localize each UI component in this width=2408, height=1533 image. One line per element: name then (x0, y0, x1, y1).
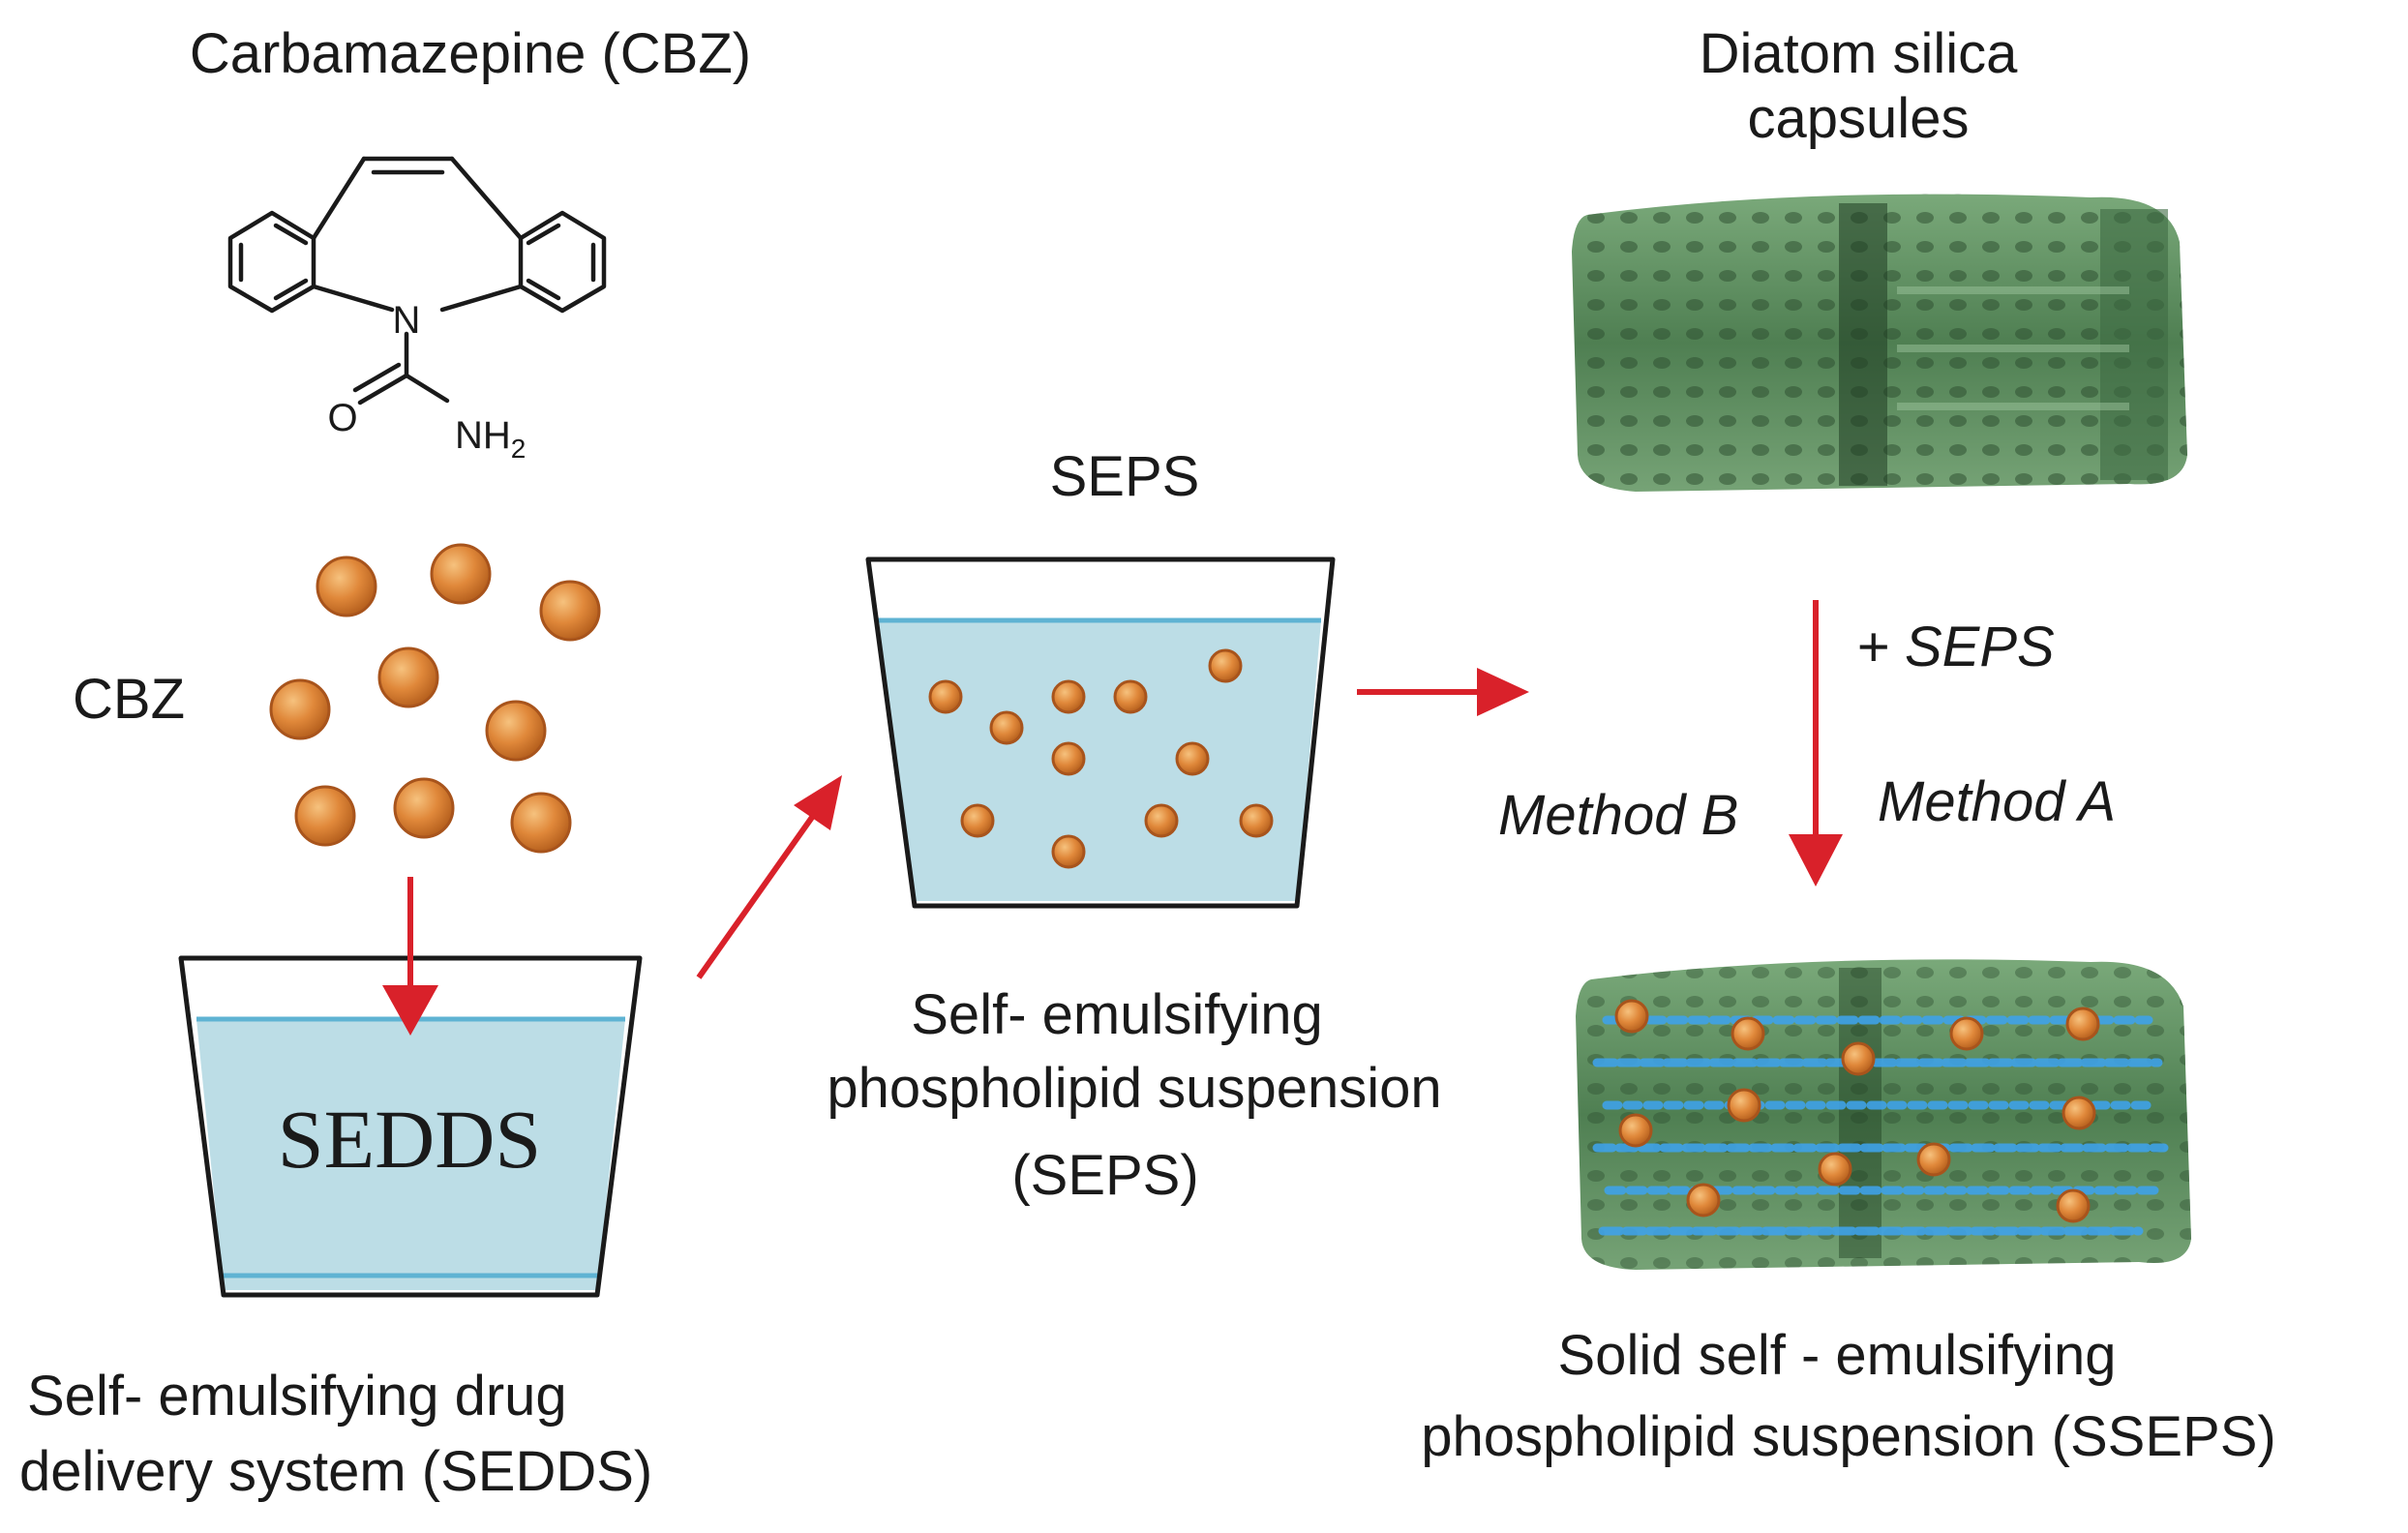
arrow-sedds-to-seps (696, 775, 842, 979)
carbamazepine-structure (227, 156, 607, 406)
cbz-particle (539, 580, 601, 642)
sseps-particle (1686, 1183, 1721, 1217)
seps-beaker (865, 556, 1336, 909)
cbz-particles (269, 543, 601, 854)
seps-particle (1113, 679, 1148, 714)
sseps-particle (1614, 999, 1649, 1034)
atom-o-label: O (327, 397, 357, 439)
seps-caption-line3: (SEPS) (1011, 1144, 1198, 1207)
seps-particle (1051, 679, 1086, 714)
arrow-cbz-to-sedds (382, 877, 438, 1036)
sseps-particle (1841, 1041, 1876, 1076)
seps-particle (1208, 648, 1243, 683)
sseps-particle (1731, 1016, 1765, 1051)
sseps-drug-particles (1614, 999, 2100, 1223)
sseps-particle (1727, 1088, 1761, 1123)
carbamazepine-title: Carbamazepine (CBZ) (190, 22, 751, 85)
sseps-caption-line2: phospholipid suspension (SSEPS) (1421, 1405, 2275, 1468)
sseps-particle (1916, 1142, 1951, 1177)
sseps-particle (1949, 1016, 1984, 1051)
seps-particle (989, 710, 1024, 745)
cbz-particle (316, 556, 377, 617)
sseps-caption-line1: Solid self - emulsifying (1558, 1324, 2117, 1387)
seps-particle (1051, 741, 1086, 776)
cbz-particle (294, 785, 356, 847)
atom-nh2-label: NH2 (455, 414, 526, 464)
cbz-particle (430, 543, 492, 605)
sseps-particle (1618, 1113, 1653, 1148)
cbz-particles-label: CBZ (73, 668, 185, 731)
sedds-caption-line2: delivery system (SEDDS) (19, 1440, 652, 1503)
diatom-title-line1: Diatom silica (1700, 22, 2018, 85)
cbz-particle (377, 646, 439, 708)
arrow-seps-to-diatom (1357, 668, 1529, 716)
sseps-particle (2062, 1096, 2096, 1130)
seps-particle (1144, 803, 1179, 838)
seps-particles (928, 648, 1274, 869)
diatom-capsule-image (1572, 194, 2187, 493)
sseps-particle (1818, 1152, 1852, 1187)
seps-caption-line2: phospholipid suspension (827, 1057, 1441, 1120)
sseps-particle (2056, 1188, 2091, 1223)
cbz-particle (510, 792, 572, 854)
seps-caption-line1: Self- emulsifying (911, 983, 1322, 1046)
atom-n-label: N (393, 299, 421, 342)
cbz-particle (485, 700, 547, 762)
cbz-particle (393, 777, 455, 839)
seps-particle (1175, 741, 1210, 776)
method-a-label: Method A (1878, 770, 2116, 833)
sedds-beaker (178, 955, 643, 1298)
sedds-caption-line1: Self- emulsifying drug (27, 1365, 567, 1428)
sseps-capsule-image (1576, 959, 2191, 1270)
seps-particle (928, 679, 963, 714)
diatom-title-line2: capsules (1748, 87, 1970, 150)
method-b-label: Method B (1498, 784, 1738, 847)
cbz-particle (269, 678, 331, 740)
add-seps-label: + SEPS (1856, 616, 2055, 678)
seps-particle (960, 803, 995, 838)
seps-particle (1239, 803, 1274, 838)
sedds-beaker-label: SEDDS (278, 1093, 541, 1186)
arrow-diatom-to-sseps (1789, 600, 1843, 887)
sseps-particle (2065, 1007, 2100, 1041)
seps-title: SEPS (1050, 445, 1200, 508)
seps-particle (1051, 834, 1086, 869)
